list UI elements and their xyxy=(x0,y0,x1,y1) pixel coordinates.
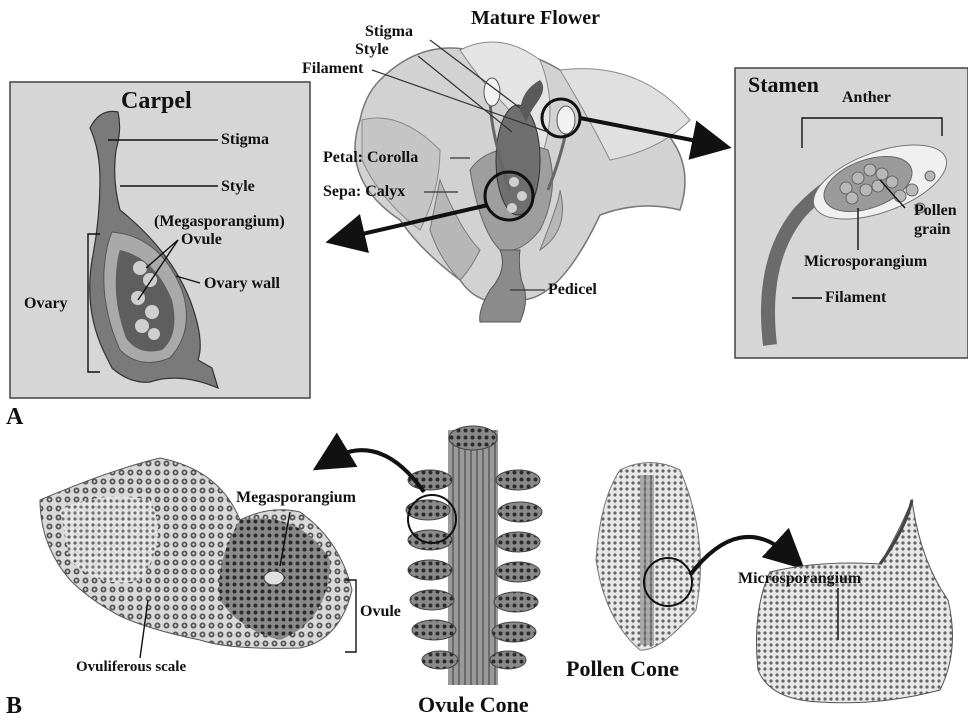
arrow-to-ovuliferous-scale xyxy=(330,450,424,492)
ovule-cone-image xyxy=(406,426,542,685)
stamen-title: Stamen xyxy=(748,74,819,96)
microsporangium-image xyxy=(757,500,953,703)
flower-pedicel-label: Pedicel xyxy=(548,282,597,298)
ovule-cone-label: Ovule Cone xyxy=(418,694,529,716)
flower-petal-label: Petal: Corolla xyxy=(323,150,418,166)
flower-stigma-label: Stigma xyxy=(365,24,413,40)
stamen-pollen-label-line2: grain xyxy=(914,222,950,238)
stamen-anther-label: Anther xyxy=(842,90,891,106)
pollen-cone-label: Pollen Cone xyxy=(566,658,679,680)
stamen-microsporangium-label: Microsporangium xyxy=(804,254,927,270)
flower-style-label: Style xyxy=(355,42,389,58)
carpel-ovule-label: Ovule xyxy=(181,232,222,248)
carpel-title: Carpel xyxy=(121,89,192,113)
carpel-ovary-wall-label: Ovary wall xyxy=(204,276,280,292)
flower-illustration xyxy=(355,42,690,322)
flower-sepal-label: Sepa: Calyx xyxy=(323,184,405,200)
carpel-megasporangium-label: (Megasporangium) xyxy=(154,214,285,230)
carpel-stigma-label: Stigma xyxy=(221,132,269,148)
panel-a-letter: A xyxy=(6,405,23,429)
microsporangium-label: Microsporangium xyxy=(738,571,861,587)
ovuliferous-scale-label: Ovuliferous scale xyxy=(76,660,186,675)
flower-title: Mature Flower xyxy=(471,8,600,28)
panel-b-letter: B xyxy=(6,694,22,718)
stamen-filament-label: Filament xyxy=(825,290,886,306)
ovule-label: Ovule xyxy=(360,604,401,620)
carpel-ovary-label: Ovary xyxy=(24,296,68,312)
flower-filament-label: Filament xyxy=(302,61,363,77)
megasporangium-label: Megasporangium xyxy=(236,490,356,506)
stamen-pollen-label-line1: Pollen xyxy=(914,203,957,219)
carpel-style-label: Style xyxy=(221,179,255,195)
